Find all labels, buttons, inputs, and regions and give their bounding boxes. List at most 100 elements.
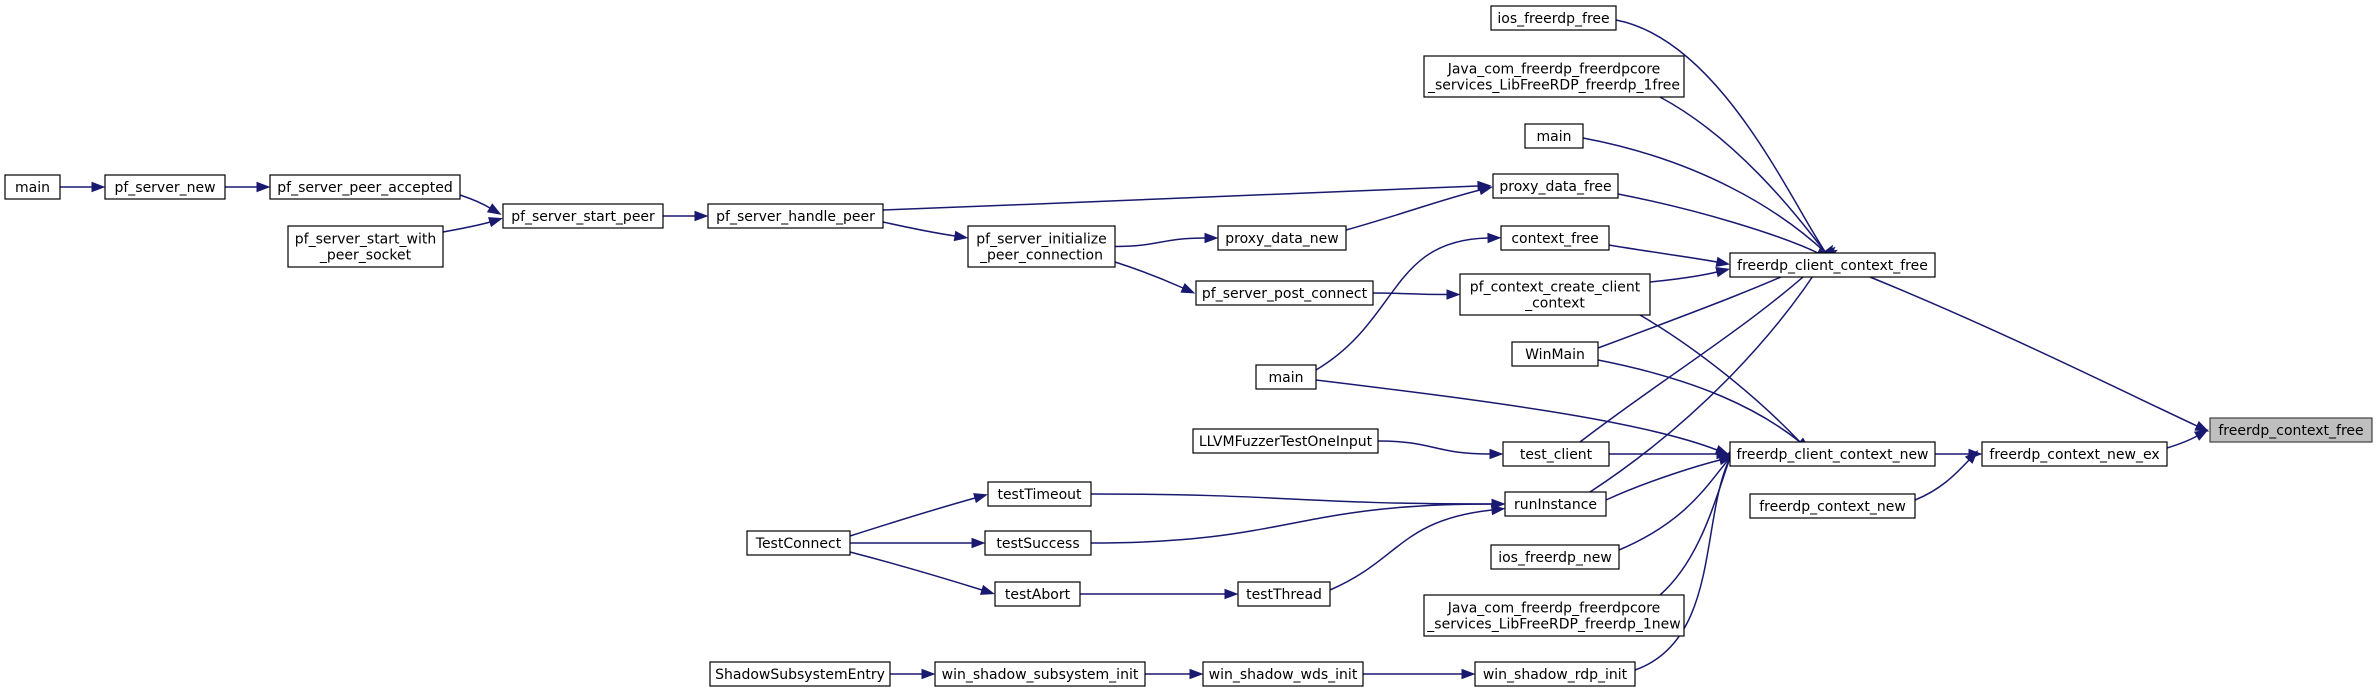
function-node-box <box>1729 252 1936 278</box>
call-edge-line <box>1605 459 1721 501</box>
call-edge-line <box>459 194 491 209</box>
arrowhead <box>1489 448 1504 460</box>
function-node-box <box>1500 225 1610 251</box>
function-node-label: _context <box>1524 296 1585 312</box>
call-edge <box>1618 448 1740 551</box>
function-node-label: freerdp_client_context_free <box>1737 258 1928 274</box>
function-node[interactable]: proxy_data_free <box>1492 173 1619 199</box>
function-node[interactable]: testTimeout <box>987 481 1092 507</box>
function-node-box <box>1502 441 1610 467</box>
call-edge <box>1090 493 1506 510</box>
function-node[interactable]: main <box>1255 364 1317 390</box>
function-node[interactable]: ios_freerdp_free <box>1490 5 1617 31</box>
function-node[interactable]: testThread <box>1237 581 1331 607</box>
function-node[interactable]: context_free <box>1500 225 1610 251</box>
function-node-box <box>1459 273 1651 316</box>
function-node-box <box>269 174 461 200</box>
arrowhead <box>1446 289 1461 300</box>
function-node[interactable]: ShadowSubsystemEntry <box>709 661 891 687</box>
function-node[interactable]: Java_com_freerdp_freerdpcore_services_Li… <box>1423 594 1685 637</box>
function-node[interactable]: win_shadow_wds_init <box>1202 661 1364 687</box>
node-layer: main pf_server_new pf_server_peer_accepted… <box>4 5 2373 687</box>
function-node-box <box>1490 5 1617 31</box>
function-node[interactable]: testAbort <box>994 581 1081 607</box>
function-node-label: testSuccess <box>996 536 1079 552</box>
call-edge-line <box>1659 96 1827 254</box>
arrowhead <box>1461 668 1476 680</box>
function-node-box <box>1237 581 1331 607</box>
call-edge <box>1377 440 1504 460</box>
arrowhead <box>1224 588 1239 600</box>
function-node-label: testAbort <box>1005 587 1071 603</box>
function-node-label: testTimeout <box>997 487 1082 503</box>
function-node-box <box>1490 544 1620 570</box>
arrowhead <box>973 493 988 504</box>
function-node[interactable]: pf_server_peer_accepted <box>269 174 461 200</box>
call-edge-line <box>1634 457 1731 671</box>
function-node[interactable]: main <box>4 174 61 200</box>
call-edge <box>1362 668 1476 680</box>
function-node[interactable]: pf_server_new <box>104 174 226 200</box>
function-node[interactable]: proxy_data_new <box>1217 225 1347 251</box>
function-node-box <box>1524 123 1584 149</box>
function-node-label: WinMain <box>1525 347 1585 363</box>
function-node-label: TestConnect <box>755 536 842 552</box>
arrowhead <box>91 181 106 193</box>
function-node-label: pf_server_new <box>114 180 215 196</box>
function-node[interactable]: freerdp_context_new <box>1749 493 1916 519</box>
function-node[interactable]: pf_server_handle_peer <box>707 203 884 229</box>
function-node[interactable]: test_client <box>1502 441 1610 467</box>
call-edge <box>1372 289 1461 300</box>
function-node[interactable]: freerdp_client_context_new <box>1729 441 1936 467</box>
function-node-label: main <box>1269 370 1304 386</box>
arrowhead <box>979 584 995 595</box>
call-edge-line <box>1090 503 1493 544</box>
function-node-box <box>1749 493 1916 519</box>
function-node[interactable]: pf_server_post_connect <box>1195 280 1374 306</box>
function-node[interactable]: pf_server_initialize_peer_connection <box>967 225 1116 268</box>
function-node[interactable]: WinMain <box>1511 341 1599 367</box>
function-node[interactable]: main <box>1524 123 1584 149</box>
call-edge <box>1329 504 1506 591</box>
function-node[interactable]: testSuccess <box>984 530 1092 556</box>
function-node[interactable]: win_shadow_rdp_init <box>1474 661 1636 687</box>
arrowhead <box>488 217 503 228</box>
function-node[interactable]: win_shadow_subsystem_init <box>934 661 1146 687</box>
function-node[interactable]: ios_freerdp_new <box>1490 544 1620 570</box>
call-edge <box>1114 261 1196 294</box>
call-edge <box>2166 429 2209 449</box>
call-edge <box>882 221 969 242</box>
function-node-label: testThread <box>1246 587 1322 603</box>
call-edge-line <box>1639 314 1801 443</box>
call-edge-line <box>1589 255 1827 493</box>
function-node[interactable]: freerdp_context_new_ex <box>1981 441 2168 467</box>
function-node-label: win_shadow_subsystem_init <box>942 667 1139 683</box>
function-node-label: _services_LibFreeRDP_freerdp_1free <box>1427 78 1680 94</box>
function-node[interactable]: LLVMFuzzerTestOneInput <box>1192 428 1379 454</box>
function-node[interactable]: Java_com_freerdp_freerdpcore_services_Li… <box>1423 55 1685 98</box>
function-node[interactable]: runInstance <box>1504 491 1607 517</box>
root-function-node[interactable]: freerdp_context_free <box>2209 417 2373 443</box>
call-edge <box>1582 137 1836 263</box>
arrowhead <box>694 210 709 222</box>
call-edge <box>459 194 502 215</box>
function-node-label: proxy_data_new <box>1225 231 1339 247</box>
function-node[interactable]: pf_server_start_with_peer_socket <box>287 225 444 268</box>
function-node-box <box>1492 173 1619 199</box>
function-node-box <box>1202 661 1364 687</box>
function-node[interactable]: TestConnect <box>746 530 851 556</box>
call-edge <box>1649 267 1731 283</box>
call-edge <box>1608 448 1731 460</box>
call-edge <box>882 180 1492 211</box>
arrowhead <box>1180 283 1196 294</box>
function-node-box <box>707 203 884 229</box>
call-edge-line <box>1608 244 1718 263</box>
function-node-box <box>502 203 664 229</box>
function-node-box <box>2209 417 2373 443</box>
function-node[interactable]: freerdp_client_context_free <box>1729 252 1936 278</box>
call-edge-line <box>1114 261 1184 289</box>
call-edge <box>1605 455 1734 501</box>
arrowhead <box>1487 232 1502 244</box>
function-node[interactable]: pf_server_start_peer <box>502 203 664 229</box>
function-node[interactable]: pf_context_create_client_context <box>1459 273 1651 316</box>
